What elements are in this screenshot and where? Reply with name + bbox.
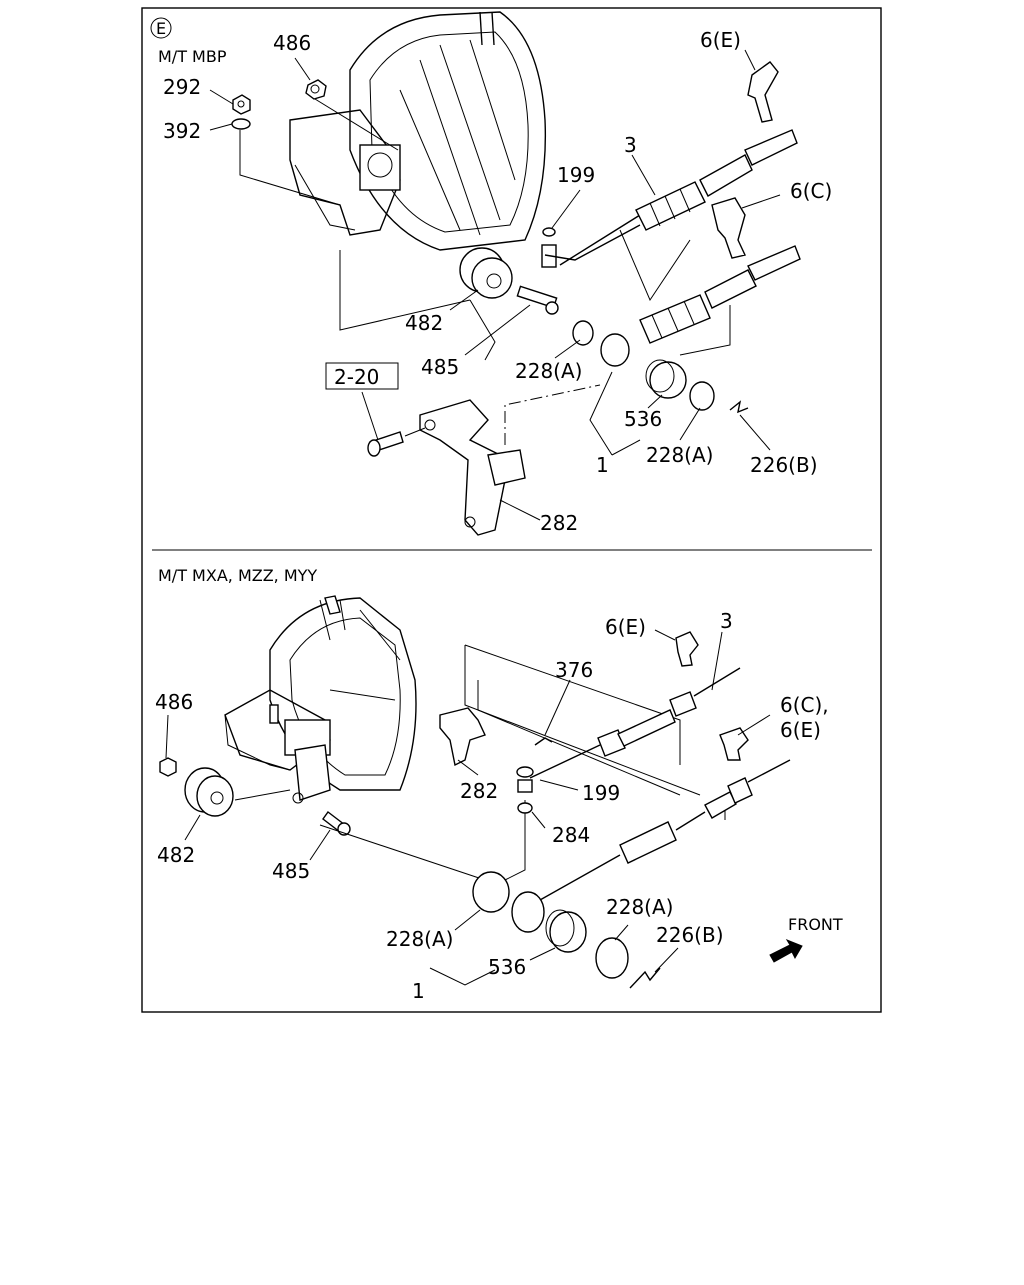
- lower-bracket-282: [439, 707, 486, 767]
- upper-section-header: M/T MBP: [158, 47, 227, 66]
- label-upper-228a-2: 228(A): [646, 443, 713, 467]
- upper-clip-6e: [747, 61, 779, 123]
- upper-bolt-199: [541, 224, 641, 268]
- lower-bushing-536: [549, 911, 587, 953]
- lower-washer-228a-2: [595, 937, 629, 979]
- lower-mount-482: [184, 767, 234, 817]
- lower-washer-228a-1: [472, 871, 510, 913]
- lower-clip-6e: [675, 631, 699, 667]
- diagram-frame: [141, 7, 882, 1013]
- upper-transmission-housing: [349, 11, 547, 251]
- front-arrow-icon: [769, 938, 803, 963]
- lower-washer-284: [517, 802, 533, 814]
- label-upper-282: 282: [540, 511, 578, 535]
- label-upper-482: 482: [405, 311, 443, 335]
- label-upper-199: 199: [557, 163, 595, 187]
- label-upper-392: 392: [163, 119, 201, 143]
- lower-pin-226b: [629, 967, 661, 989]
- upper-cable-1: [639, 245, 801, 344]
- label-upper-3: 3: [624, 133, 637, 157]
- lower-transmission-housing: [269, 595, 417, 791]
- label-lower-226b: 226(B): [656, 923, 724, 947]
- section-marker: E: [156, 19, 166, 38]
- label-lower-485: 485: [272, 859, 310, 883]
- upper-pin-485: [516, 285, 559, 315]
- label-lower-1: 1: [412, 979, 425, 1003]
- upper-washer-228a-2: [689, 381, 715, 411]
- label-upper-536: 536: [624, 407, 662, 431]
- lower-washer-199: [516, 766, 534, 778]
- upper-leader-lines: [209, 49, 781, 521]
- label-front: FRONT: [788, 915, 843, 934]
- lower-ring: [511, 891, 545, 933]
- label-upper-6e: 6(E): [700, 28, 741, 52]
- upper-washer-228a-1: [572, 320, 594, 346]
- label-lower-199: 199: [582, 781, 620, 805]
- upper-mount-482: [459, 247, 513, 299]
- label-upper-1: 1: [596, 453, 609, 477]
- label-lower-228a-1: 228(A): [386, 927, 453, 951]
- lower-bolt-485: [322, 811, 351, 836]
- upper-cable-3: [559, 129, 798, 266]
- label-lower-6e: 6(E): [605, 615, 646, 639]
- label-lower-482: 482: [157, 843, 195, 867]
- ref-box-2-20: [325, 362, 399, 390]
- label-upper-486: 486: [273, 31, 311, 55]
- label-upper-292: 292: [163, 75, 201, 99]
- label-upper-228a-1: 228(A): [515, 359, 582, 383]
- upper-nut-486: [305, 79, 399, 151]
- label-ref-2-20: 2-20: [334, 365, 379, 389]
- upper-bracket-282: [419, 399, 526, 536]
- lower-mount-block: [224, 689, 331, 804]
- upper-bolt-2-20: [367, 427, 426, 457]
- label-lower-376: 376: [555, 658, 593, 682]
- upper-mount-bracket: [289, 109, 401, 236]
- label-upper-485: 485: [421, 355, 459, 379]
- label-lower-486: 486: [155, 690, 193, 714]
- label-upper-6c: 6(C): [790, 179, 832, 203]
- label-lower-6c: 6(C),: [780, 693, 829, 717]
- label-lower-6e-2: 6(E): [780, 718, 821, 742]
- label-upper-226b: 226(B): [750, 453, 818, 477]
- label-lower-284: 284: [552, 823, 590, 847]
- lower-pin-376: [534, 737, 553, 746]
- label-lower-282: 282: [460, 779, 498, 803]
- label-lower-228a-2: 228(A): [606, 895, 673, 919]
- upper-pin-226b: [729, 400, 749, 414]
- upper-clip-6c: [711, 197, 747, 259]
- lower-leader-lines: [165, 629, 771, 986]
- section-marker-circle: [150, 17, 172, 39]
- label-lower-536: 536: [488, 955, 526, 979]
- lower-section-header: M/T MXA, MZZ, MYY: [158, 566, 317, 585]
- upper-nut-292: [232, 94, 251, 115]
- lower-cable-3: [529, 667, 741, 779]
- upper-washer-392: [231, 118, 251, 130]
- upper-ring-536: [600, 333, 630, 367]
- lower-cable-1: [539, 759, 791, 901]
- upper-bushing-536: [649, 361, 687, 399]
- label-lower-3: 3: [720, 609, 733, 633]
- lower-clip-6c-6e: [719, 727, 749, 761]
- lower-nut-486: [159, 757, 177, 777]
